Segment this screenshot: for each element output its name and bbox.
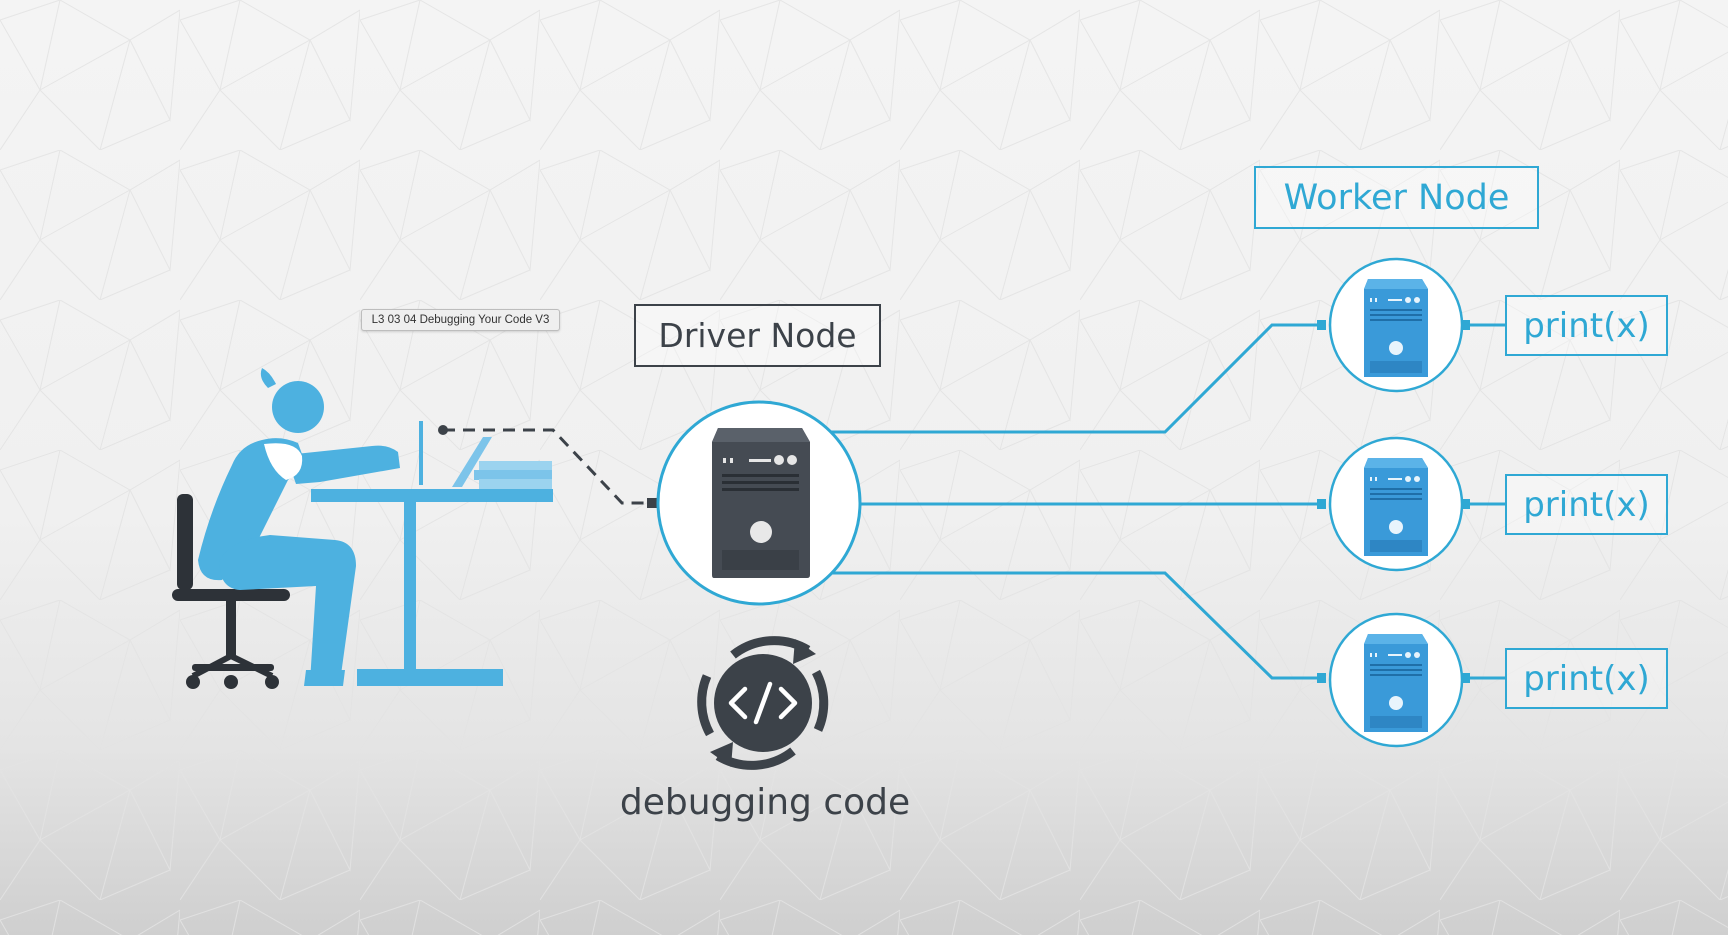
chair-icon: [172, 494, 290, 689]
worker-output-box-1: print(x): [1505, 295, 1668, 356]
code-cycle-icon: [697, 636, 829, 770]
dashed-connection: [438, 425, 657, 508]
developer-at-desk-icon: [172, 368, 553, 689]
worker-output-box-3: print(x): [1505, 648, 1668, 709]
worker-server-icon-3: [1328, 612, 1464, 748]
worker-node-label: Worker Node: [1254, 166, 1539, 229]
debugging-code-label: debugging code: [619, 781, 911, 823]
worker-server-icon-2: [1328, 436, 1464, 572]
connection-to-worker-1: [831, 323, 1321, 434]
worker-to-output-lines: [1462, 323, 1505, 680]
connection-to-worker-3: [831, 571, 1321, 680]
books-icon: [474, 461, 552, 489]
driver-server-icon: [656, 400, 862, 606]
desk-icon: [311, 489, 553, 686]
connection-lines: [831, 323, 1321, 680]
person-sleeve: [264, 443, 303, 480]
video-title-tooltip: L3 03 04 Debugging Your Code V3: [361, 309, 560, 331]
worker-server-icon-1: [1328, 257, 1464, 393]
driver-node-label: Driver Node: [634, 304, 881, 367]
worker-output-box-2: print(x): [1505, 474, 1668, 535]
laptop-icon: [419, 421, 492, 487]
